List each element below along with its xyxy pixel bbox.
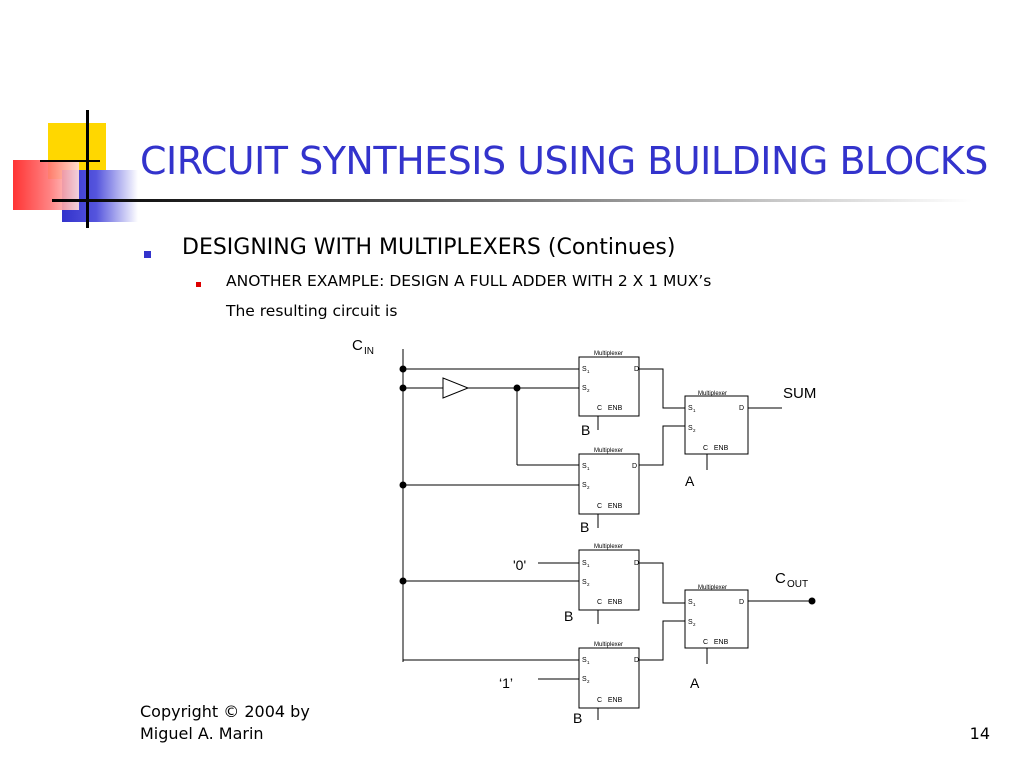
- pin-s1-sub: 1: [693, 408, 696, 413]
- junction-dot: [513, 384, 521, 392]
- cin-sub: IN: [364, 346, 374, 357]
- footer-line-2: Miguel A. Marin: [140, 724, 264, 743]
- junction-dot: [399, 577, 407, 585]
- pin-s1: S: [582, 560, 587, 567]
- pin-s2-sub: 2: [587, 679, 590, 684]
- mux-label: Multiplexer: [698, 585, 727, 591]
- a-label: A: [690, 675, 700, 691]
- pin-s1: S: [582, 366, 587, 373]
- mux-label: Multiplexer: [594, 351, 623, 357]
- mux-box-cout: [684, 589, 749, 649]
- deco-vertical-line: [86, 110, 89, 228]
- pin-s1: S: [582, 463, 587, 470]
- bullet-text-sub: ANOTHER EXAMPLE: DESIGN A FULL ADDER WIT…: [226, 272, 712, 290]
- pin-d: D: [739, 405, 744, 412]
- b-label: B: [573, 710, 582, 726]
- sub-bullet-square-icon: [196, 282, 201, 287]
- pin-d: D: [739, 599, 744, 606]
- junction-dot: [399, 481, 407, 489]
- pin-s2: S: [582, 482, 587, 489]
- cout-label: C: [775, 570, 786, 587]
- pin-c-enb: C ENB: [597, 503, 623, 510]
- pin-s2-sub: 2: [693, 428, 696, 433]
- mux-label: Multiplexer: [594, 544, 623, 550]
- one-label: ‘1’: [499, 675, 513, 691]
- pin-s1-sub: 1: [587, 466, 590, 471]
- cout-sub: OUT: [787, 579, 808, 590]
- b-label: B: [581, 422, 590, 438]
- mux-label: Multiplexer: [698, 391, 727, 397]
- wire-mux1-to-sum: [639, 368, 685, 409]
- slide-title: CIRCUIT SYNTHESIS USING BUILDING BLOCKS: [140, 139, 988, 183]
- pin-s2-sub: 2: [693, 622, 696, 627]
- mux-box-2: [578, 453, 640, 515]
- pin-s2: S: [688, 425, 693, 432]
- pin-c-enb: C ENB: [597, 405, 623, 412]
- zero-label: '0': [513, 557, 526, 573]
- pin-s2-sub: 2: [587, 485, 590, 490]
- pin-c-enb: C ENB: [703, 639, 729, 646]
- bullet-text-main: DESIGNING WITH MULTIPLEXERS (Continues): [182, 235, 676, 260]
- title-underline: [52, 199, 972, 202]
- pin-d: D: [634, 657, 639, 664]
- sum-label: SUM: [783, 385, 816, 402]
- pin-s1-sub: 1: [587, 660, 590, 665]
- pin-s2-sub: 2: [587, 388, 590, 393]
- b-label: B: [580, 519, 589, 535]
- wire-mux2-to-sum: [639, 425, 685, 466]
- inverter-symbol: [442, 377, 470, 399]
- bullet-square-icon: [144, 251, 151, 258]
- pin-s2: S: [688, 619, 693, 626]
- mux-box-4: [578, 647, 640, 709]
- pin-s1-sub: 1: [587, 563, 590, 568]
- wire-mux4-to-cout: [639, 620, 685, 661]
- pin-d: D: [634, 560, 639, 567]
- deco-horizontal-line: [40, 160, 100, 162]
- bullet-text-result: The resulting circuit is: [226, 302, 398, 320]
- pin-d: D: [632, 463, 637, 470]
- pin-s1: S: [688, 405, 693, 412]
- pin-s1-sub: 1: [587, 369, 590, 374]
- pin-d: D: [634, 366, 639, 373]
- pin-c-enb: C ENB: [703, 445, 729, 452]
- footer-copyright: Copyright © 2004 by Miguel A. Marin: [140, 701, 310, 745]
- footer-line-1: Copyright © 2004 by: [140, 702, 310, 721]
- pin-c-enb: C ENB: [597, 697, 623, 704]
- page-number: 14: [969, 724, 990, 743]
- mux-box-3: [578, 549, 640, 611]
- mux-box-1: [578, 356, 640, 417]
- pin-s1: S: [688, 599, 693, 606]
- pin-s2: S: [582, 676, 587, 683]
- mux-box-sum: [684, 395, 749, 455]
- pin-s1: S: [582, 657, 587, 664]
- junction-dot: [399, 384, 407, 392]
- output-dot: [808, 597, 816, 605]
- cin-label: C: [352, 337, 363, 354]
- b-label: B: [564, 608, 573, 624]
- pin-s2: S: [582, 579, 587, 586]
- pin-c-enb: C ENB: [597, 599, 623, 606]
- pin-s2-sub: 2: [587, 582, 590, 587]
- a-label: A: [685, 473, 695, 489]
- pin-s2: S: [582, 385, 587, 392]
- mux-label: Multiplexer: [594, 448, 623, 454]
- wire-mux3-to-cout: [639, 562, 685, 604]
- mux-label: Multiplexer: [594, 642, 623, 648]
- junction-dot: [399, 365, 407, 373]
- pin-s1-sub: 1: [693, 602, 696, 607]
